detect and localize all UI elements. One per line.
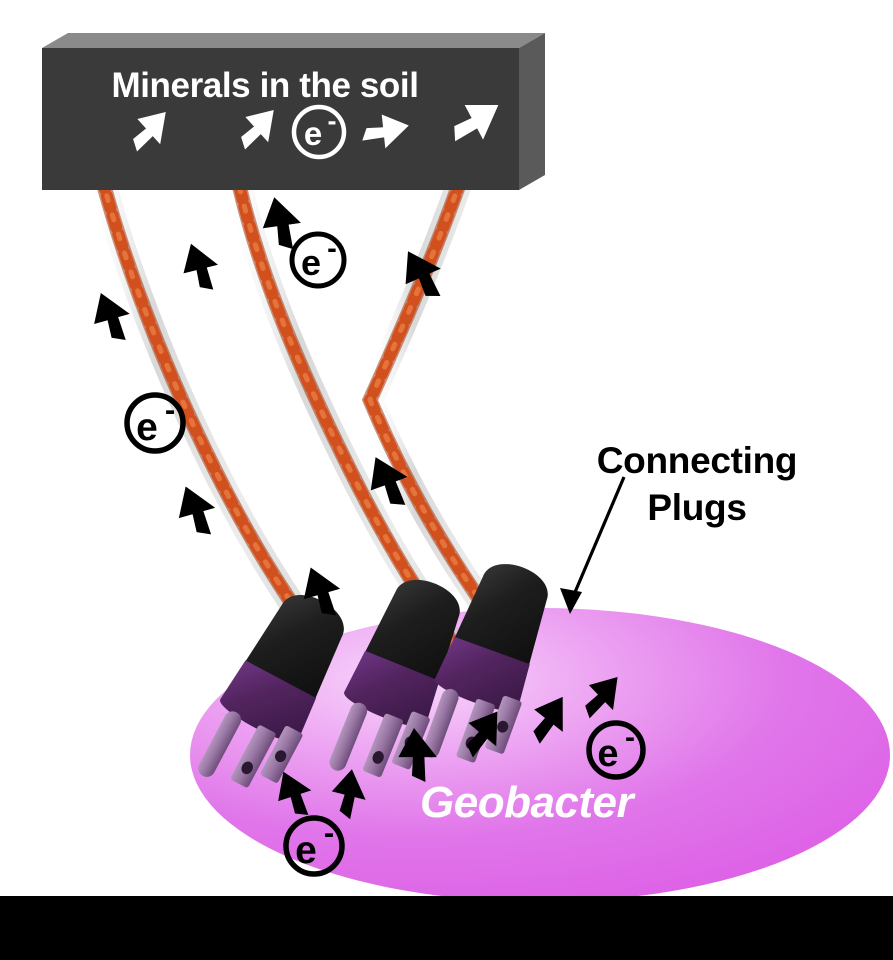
flow-arrow-mid-left-icon <box>176 238 224 296</box>
electron-left-e: e <box>136 406 158 449</box>
connecting-plugs-label: Connecting Plugs <box>552 437 842 531</box>
electron-cell-bottom-circle <box>283 815 345 877</box>
electron-cell-bottom-minus: - <box>324 815 334 850</box>
electron-left: e - <box>124 392 186 454</box>
nanowire-1 <box>75 105 321 641</box>
soil-bar-top-face <box>42 33 545 48</box>
plug-3-blade-a <box>456 699 495 763</box>
soil-bar-right-face <box>519 33 545 190</box>
electron-cell-right-circle <box>586 720 646 780</box>
connecting-plugs-line2: Plugs <box>647 487 747 528</box>
electron-upper-mid-minus: - <box>327 233 337 265</box>
plug-2-ground-pin <box>329 702 368 771</box>
electron-upper-mid: e - <box>289 231 347 289</box>
plug-1-blade-a-hole <box>241 761 253 775</box>
soil-electron-e: e <box>304 115 322 152</box>
plug-3-blade-b-hole <box>497 720 509 733</box>
soil-electron-minus: - <box>328 106 337 136</box>
electron-upper-mid-e: e <box>301 242 321 283</box>
plug-1-blade-a <box>231 725 276 788</box>
plug-2-blade-a-hole <box>372 751 384 764</box>
connecting-plug-1 <box>198 595 344 788</box>
nanowire-1-highlight <box>85 115 311 631</box>
soil-electron-symbol: e - <box>291 104 347 160</box>
callout-arrowhead-icon <box>560 588 582 614</box>
plug-1-blade-b-hole <box>275 750 287 763</box>
nanowire-2-highlight <box>225 125 473 671</box>
bottom-black-band <box>0 896 893 960</box>
callout-leader-line <box>568 476 626 605</box>
connecting-plugs-line1: Connecting <box>596 440 798 481</box>
electron-cell-right: e - <box>586 720 646 780</box>
soil-bar-front-face <box>42 48 519 190</box>
plug-2-body <box>344 650 440 728</box>
electron-left-circle <box>124 392 186 454</box>
plug-1-body <box>220 660 317 743</box>
electron-cell-bottom-e: e <box>295 829 317 872</box>
electron-cell-bottom: e - <box>283 815 345 877</box>
electron-cell-right-minus: - <box>625 721 635 754</box>
connecting-plug-3 <box>422 564 548 763</box>
nanowire-1-beads <box>82 112 314 634</box>
soil-electron-circle <box>291 104 347 160</box>
callout-leader <box>560 476 626 614</box>
plug-2-blade-a <box>363 713 404 777</box>
plug-3-ground-pin <box>422 688 459 758</box>
soil-bar-title: Minerals in the soil <box>111 66 419 105</box>
soil-mineral-bar: e - <box>42 33 545 190</box>
nanowire-1-core-shadow <box>80 110 316 636</box>
electron-upper-mid-circle <box>289 231 347 289</box>
plug-3-body <box>435 636 530 712</box>
electron-symbols: e - e - e - e - <box>124 231 646 877</box>
nanowire-1-sheath <box>75 105 321 641</box>
electron-left-minus: - <box>165 392 175 427</box>
electron-cell-right-e: e <box>597 733 618 775</box>
plug-1-ground-pin <box>198 711 242 777</box>
geobacter-label: Geobacter <box>420 778 634 827</box>
